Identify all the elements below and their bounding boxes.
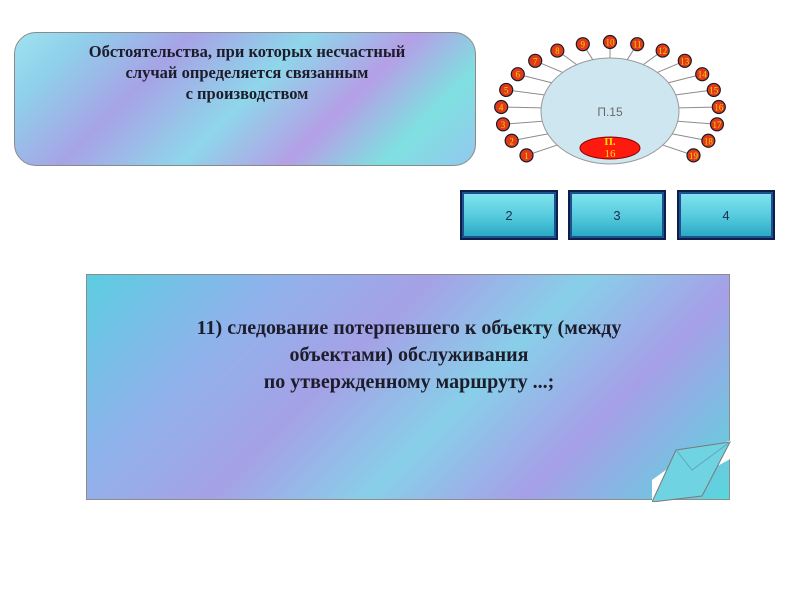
wheel-node-label: 8 xyxy=(555,46,560,56)
nav-button-4[interactable]: 4 xyxy=(677,190,775,240)
nav-button-2[interactable]: 2 xyxy=(460,190,558,240)
wheel-node-circle xyxy=(519,148,534,163)
wheel-node-circle xyxy=(499,82,514,98)
wheel-node-9[interactable]: 9 xyxy=(575,37,590,52)
wheel-node-13[interactable]: 13 xyxy=(677,53,692,68)
red-oval-link[interactable]: П. 16 xyxy=(579,136,641,160)
wheel-node-label: 14 xyxy=(698,70,708,80)
wheel-node-label: 16 xyxy=(714,102,724,112)
wheel-node-label: 9 xyxy=(581,40,586,50)
wheel-node-16[interactable]: 16 xyxy=(711,99,726,115)
wheel-node-label: 6 xyxy=(516,70,521,80)
page-curl-icon xyxy=(652,440,732,502)
wheel-node-label: 13 xyxy=(680,56,690,66)
wheel-node-circle xyxy=(494,99,509,115)
main-line-2: объектами) обслуживания xyxy=(289,344,529,366)
wheel-node-circle xyxy=(711,99,726,115)
wheel-node-label: 2 xyxy=(509,136,514,146)
wheel-node-circle xyxy=(550,43,565,58)
wheel-node-8[interactable]: 8 xyxy=(550,43,565,58)
wheel-node-5[interactable]: 5 xyxy=(499,82,514,98)
wheel-node-10[interactable]: 10 xyxy=(602,34,618,50)
wheel-node-label: 1 xyxy=(524,151,529,161)
wheel-node-label: 10 xyxy=(606,38,616,48)
wheel-node-circle xyxy=(686,148,701,163)
wheel-node-label: 17 xyxy=(712,120,722,130)
nav-button-3-label: 3 xyxy=(613,207,621,223)
wheel-node-circle xyxy=(575,37,590,52)
wheel-node-circle xyxy=(709,117,725,132)
wheel-node-circle xyxy=(630,37,645,52)
title-box: Обстоятельства, при которых несчастный с… xyxy=(14,32,476,166)
wheel-node-circle xyxy=(677,53,692,68)
wheel-node-circle xyxy=(701,133,716,148)
title-text: Обстоятельства, при которых несчастный с… xyxy=(25,41,469,104)
wheel-node-label: 5 xyxy=(504,85,509,95)
center-ellipse xyxy=(540,57,680,165)
wheel-node-4[interactable]: 4 xyxy=(494,99,509,115)
wheel-node-3[interactable]: 3 xyxy=(495,117,511,132)
main-content-box: 11) следование потерпевшего к объекту (м… xyxy=(86,274,730,500)
wheel-node-label: 7 xyxy=(533,56,538,66)
nav-button-2-label: 2 xyxy=(505,207,513,223)
wheel-node-12[interactable]: 12 xyxy=(655,43,670,58)
main-line-3: по утвержденному маршруту ...; xyxy=(263,371,555,393)
wheel-node-18[interactable]: 18 xyxy=(701,133,716,148)
wheel-node-1[interactable]: 1 xyxy=(519,148,534,163)
wheel-node-6[interactable]: 6 xyxy=(510,67,525,82)
wheel-node-circle xyxy=(528,53,543,68)
wheel-node-15[interactable]: 15 xyxy=(706,82,721,98)
wheel-node-circle xyxy=(695,67,710,82)
wheel-node-label: 3 xyxy=(501,120,506,130)
wheel-node-circle xyxy=(495,117,511,132)
wheel-node-circle xyxy=(706,82,721,98)
red-oval-label-1: П. xyxy=(604,136,616,148)
wheel-node-14[interactable]: 14 xyxy=(695,67,710,82)
main-text: 11) следование потерпевшего к объекту (м… xyxy=(87,315,731,396)
wheel-node-circle xyxy=(510,67,525,82)
wheel-node-circle xyxy=(602,34,618,50)
wheel-node-label: 12 xyxy=(658,46,667,56)
main-line-1: 11) следование потерпевшего к объекту (м… xyxy=(196,317,622,339)
wheel-node-19[interactable]: 19 xyxy=(686,148,701,163)
red-oval-label-2: 16 xyxy=(605,148,617,160)
wheel-node-17[interactable]: 17 xyxy=(709,117,725,132)
title-line-2: случай определяется связанным xyxy=(125,63,369,82)
wheel-node-7[interactable]: 7 xyxy=(528,53,543,68)
wheel-node-label: 4 xyxy=(499,102,504,112)
wheel-node-circle xyxy=(504,133,519,148)
wheel-node-label: 18 xyxy=(704,136,714,146)
wheel-node-11[interactable]: 11 xyxy=(630,37,645,52)
nav-button-4-label: 4 xyxy=(722,207,730,223)
title-line-3: с производством xyxy=(185,84,309,103)
wheel-node-label: 15 xyxy=(709,85,719,95)
center-label: П.15 xyxy=(597,105,623,119)
wheel-node-circle xyxy=(655,43,670,58)
title-line-1: Обстоятельства, при которых несчастный xyxy=(88,42,406,61)
nav-button-3[interactable]: 3 xyxy=(568,190,666,240)
wheel-node-label: 11 xyxy=(633,40,642,50)
wheel-node-label: 19 xyxy=(689,151,699,161)
wheel-node-2[interactable]: 2 xyxy=(504,133,519,148)
